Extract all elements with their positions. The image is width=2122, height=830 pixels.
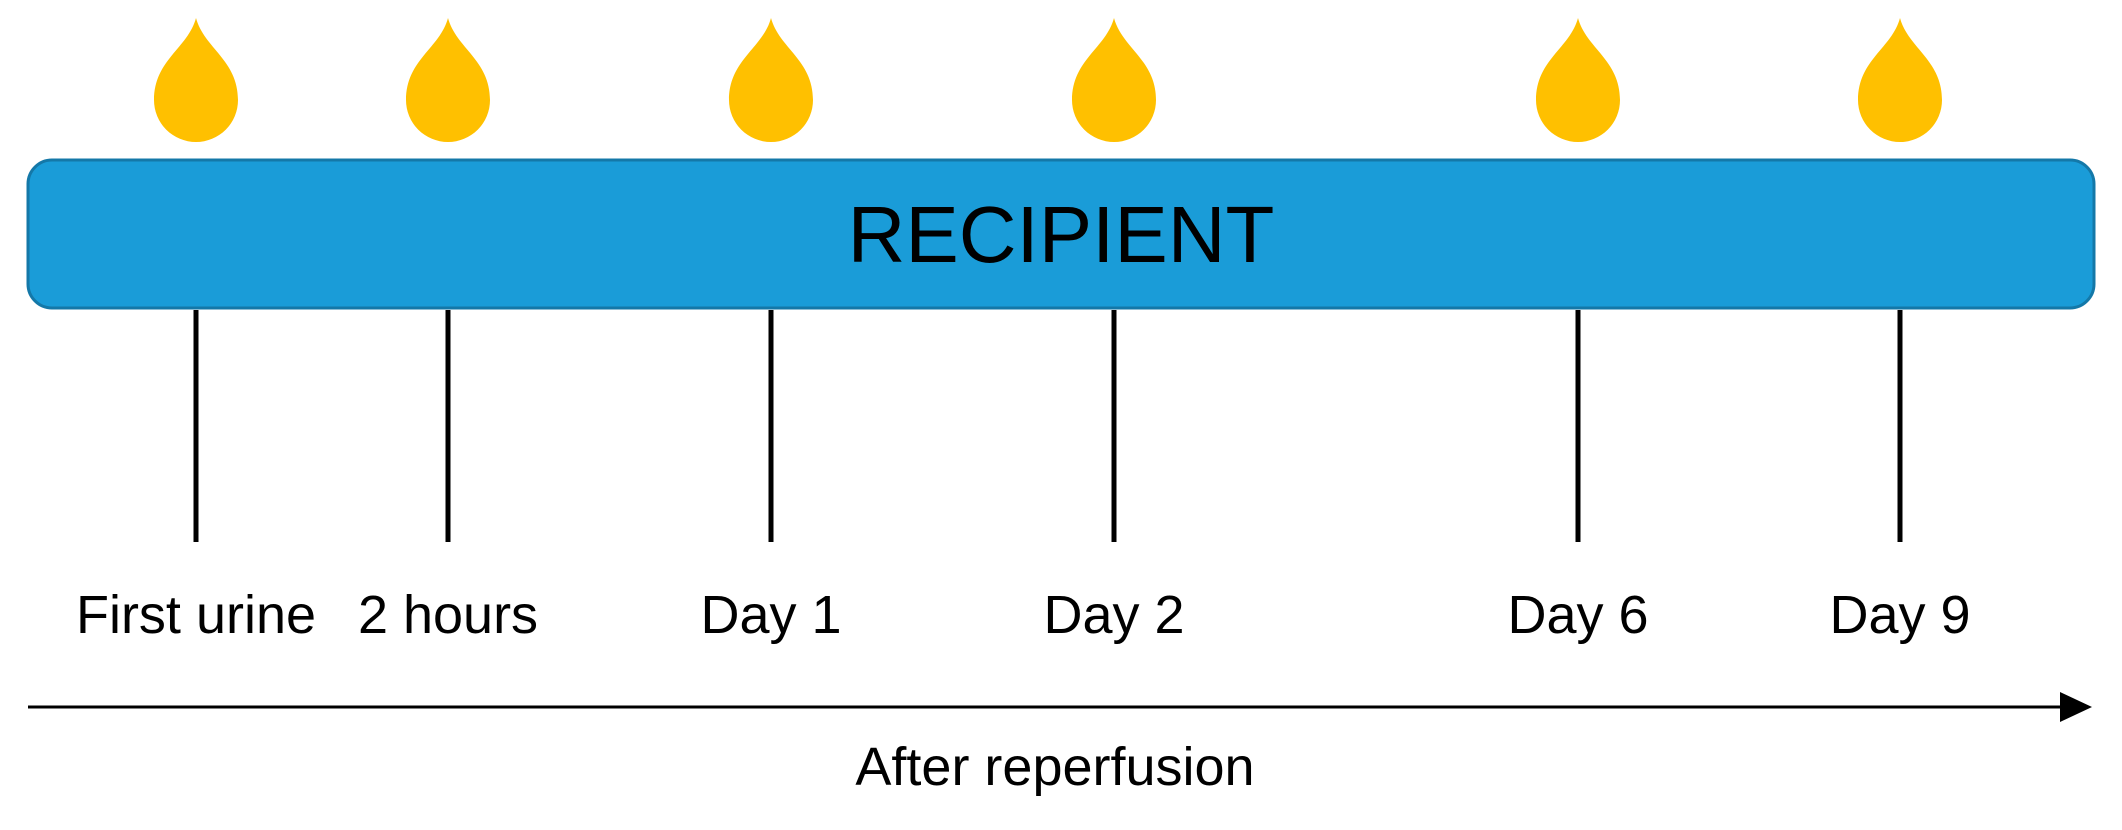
timepoint-label: 2 hours — [358, 585, 538, 645]
recipient-bar — [26, 158, 2096, 310]
urine-drop-icon — [154, 18, 238, 142]
urine-drop-icon — [1536, 18, 1620, 142]
urine-drop-icon — [1072, 18, 1156, 142]
timepoint-label: Day 6 — [1507, 585, 1648, 645]
time-axis-arrowhead — [2060, 692, 2092, 722]
recipient-label: RECIPIENT — [848, 190, 1275, 279]
urine-drop-icon — [729, 18, 813, 142]
timepoint-label: First urine — [76, 585, 316, 645]
timepoint-label: Day 9 — [1829, 585, 1970, 645]
urine-drop-icon — [406, 18, 490, 142]
axis-label: After reperfusion — [855, 737, 1254, 797]
urine-drop-icon — [1858, 18, 1942, 142]
timepoint-label: Day 2 — [1043, 585, 1184, 645]
urine-drops — [154, 18, 1942, 142]
timepoint-labels: First urine 2 hours Day 1 Day 2 Day 6 Day 9 — [76, 585, 1971, 645]
timepoint-label: Day 1 — [700, 585, 841, 645]
timepoint-ticks — [193, 310, 1903, 542]
